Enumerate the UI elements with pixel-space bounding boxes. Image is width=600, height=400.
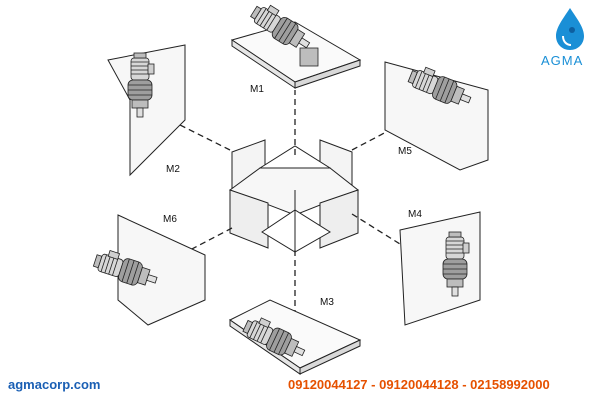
footer-phones: 09120044127 - 09120044128 - 02158992000	[288, 377, 550, 392]
mount-m3	[229, 299, 362, 375]
label-m2: M2	[166, 164, 180, 175]
mount-m1	[230, 0, 362, 89]
label-m6: M6	[163, 214, 177, 225]
label-m5: M5	[398, 146, 412, 157]
label-m4: M4	[408, 209, 422, 220]
label-m3: M3	[320, 297, 334, 308]
brand-name: AGMA	[541, 53, 584, 68]
mount-m2	[107, 44, 186, 177]
agma-logo-icon	[556, 8, 584, 50]
mount-m4	[399, 211, 481, 326]
mount-m5	[384, 61, 489, 171]
mount-m6	[91, 214, 206, 326]
label-m1: M1	[250, 84, 264, 95]
footer-website[interactable]: agmacorp.com	[8, 377, 101, 392]
central-frame	[228, 139, 359, 253]
